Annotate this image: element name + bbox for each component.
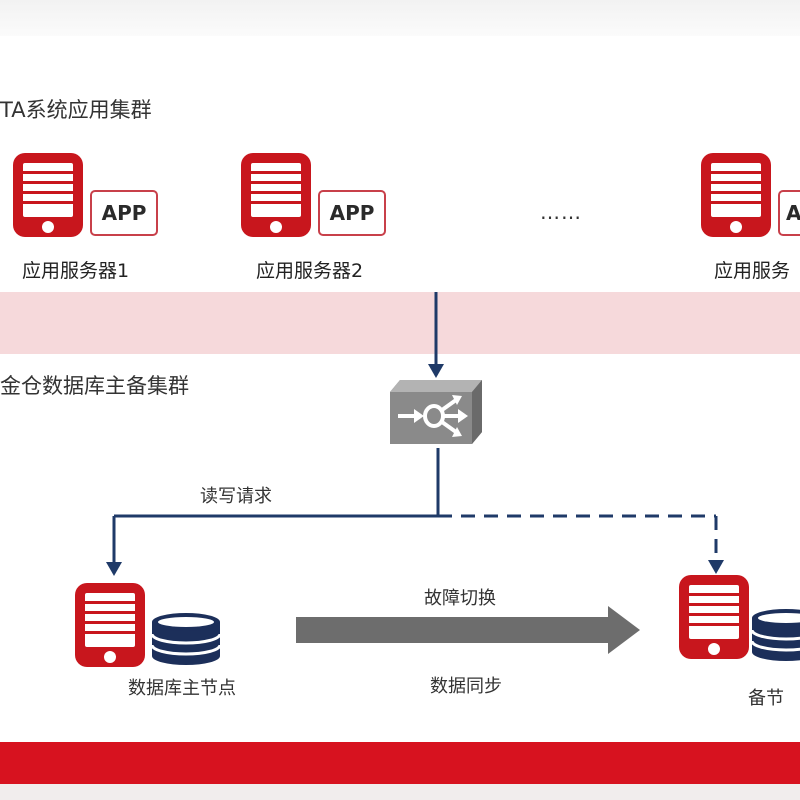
server-label: 应用服务器2 [256,260,364,282]
load-balancer-icon [390,380,482,444]
server-label: 应用服务 [714,260,791,282]
server-icon [13,153,83,237]
database-disk-icon [750,609,800,661]
server-icon [679,575,749,659]
server-label: 应用服务器1 [22,260,130,282]
footer-band [0,742,800,784]
sync-label: 数据同步 [430,676,502,697]
primary-node-label: 数据库主节点 [128,678,236,699]
request-label: 读写请求 [200,486,272,507]
server-icon [701,153,771,237]
app-cluster-title: TA系统应用集群 [0,98,152,122]
standby-node-label: 备节 [748,688,784,709]
failover-arrow [296,606,640,654]
app-badge: APP [318,190,386,236]
server-icon [75,583,145,667]
more-servers-ellipsis: …… [540,200,582,224]
server-icon [241,153,311,237]
footer-strip [0,784,800,800]
app-badge: A [778,190,800,236]
failover-label: 故障切换 [424,588,496,609]
db-cluster-title: 金仓数据库主备集群 [0,374,189,398]
top-band [0,0,800,36]
app-badge: APP [90,190,158,236]
database-disk-icon [150,613,222,665]
divider-band [0,292,800,354]
